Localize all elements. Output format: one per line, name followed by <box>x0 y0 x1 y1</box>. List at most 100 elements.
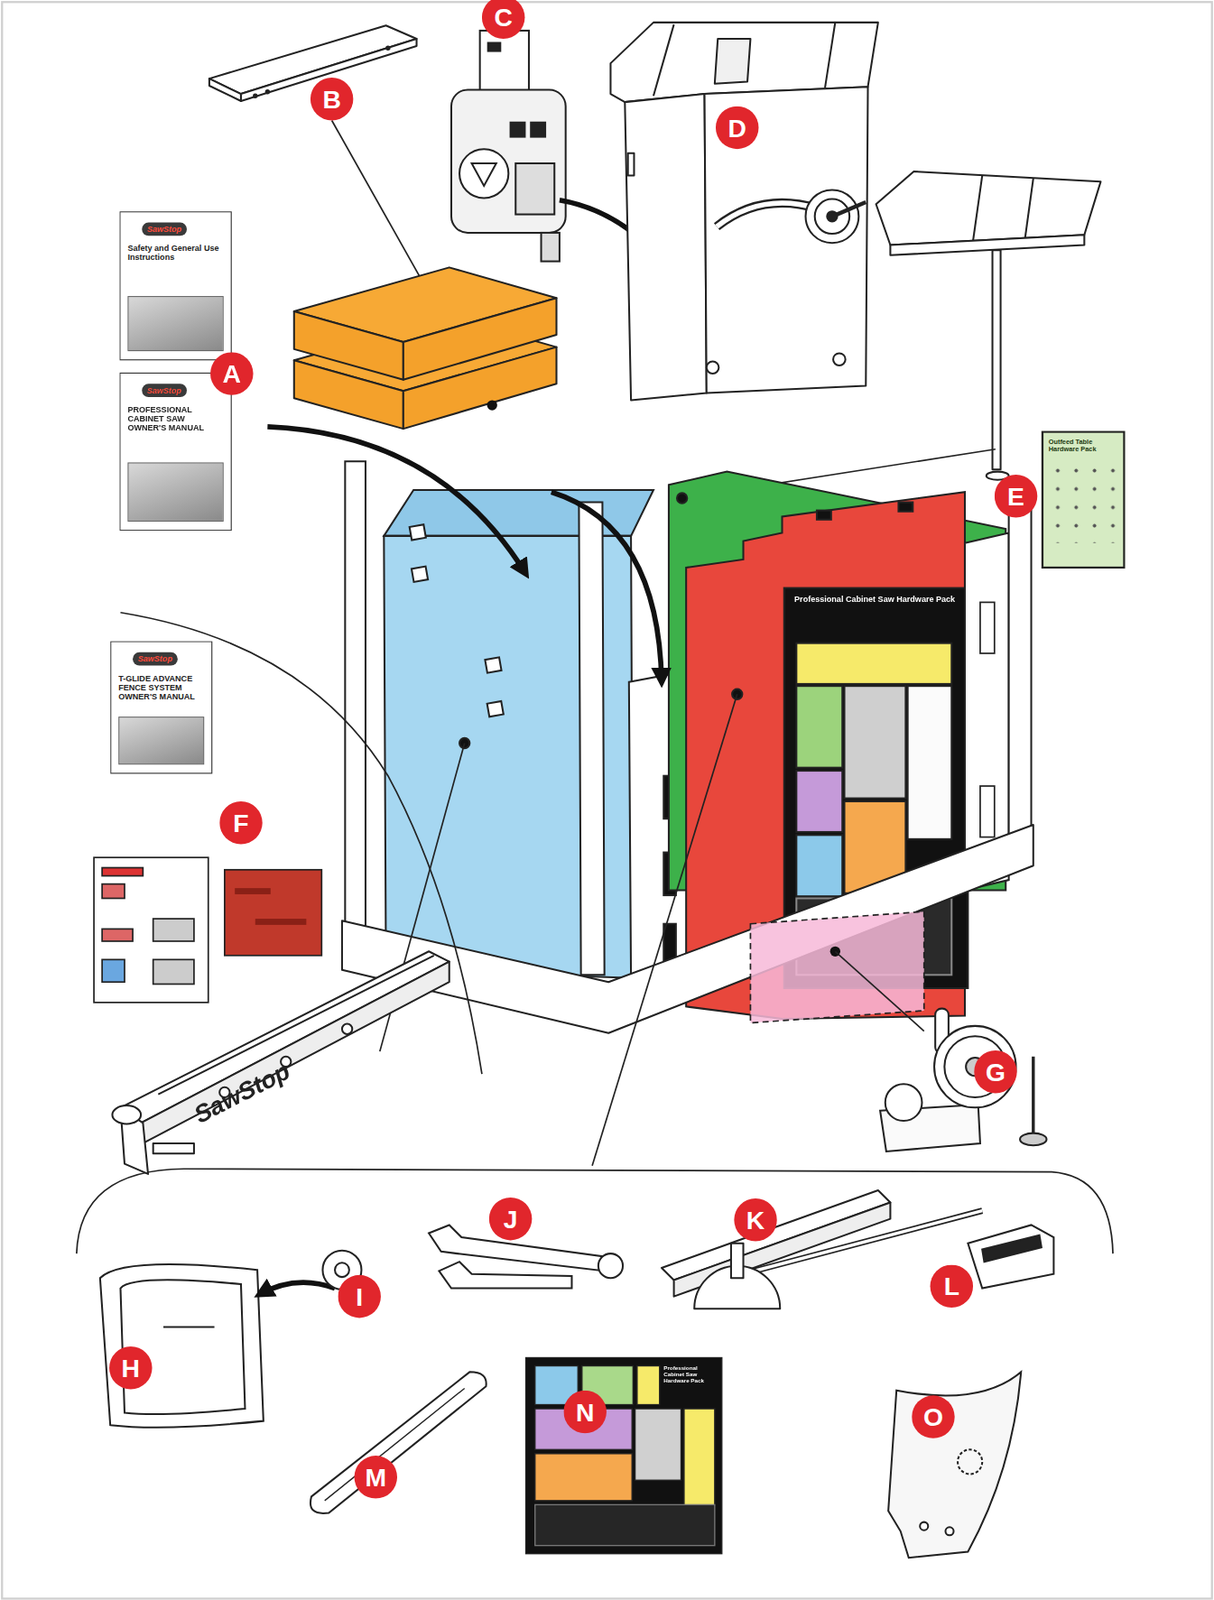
loose-parts <box>880 1009 1047 1152</box>
panel <box>535 1454 632 1502</box>
board-top <box>209 25 418 94</box>
box-side <box>294 311 404 380</box>
panel <box>101 928 133 942</box>
handle-hole <box>487 701 504 717</box>
hole <box>253 94 257 98</box>
hole <box>386 46 390 49</box>
brand-logo: SawStop <box>141 383 187 398</box>
box-side <box>403 297 557 380</box>
callout-letter-text: B <box>322 86 341 112</box>
callout-letter-text: I <box>355 1283 363 1309</box>
knob <box>706 361 720 374</box>
callout-letter-text: J <box>503 1206 519 1233</box>
handle-hole <box>980 602 995 654</box>
bevel-scale <box>716 203 817 227</box>
roller <box>885 1084 923 1122</box>
manual-booklet: SawStopPROFESSIONAL CABINET SAW OWNER'S … <box>119 372 232 531</box>
knob <box>833 352 846 366</box>
triangle-symbol <box>472 163 497 186</box>
callout-letter: A <box>210 352 254 396</box>
wrench-ring <box>598 1253 623 1279</box>
seam <box>1025 178 1034 239</box>
manual-title: PROFESSIONAL CABINET SAW OWNER'S MANUAL <box>127 405 223 434</box>
bolt <box>1031 1056 1035 1136</box>
cabinet-saw <box>610 22 878 401</box>
panel <box>535 1504 715 1546</box>
manual-booklet: SawStopT-GLIDE ADVANCE FENCE SYSTEM OWNE… <box>110 640 213 774</box>
fence-rail <box>111 951 449 1175</box>
callout-letter: M <box>354 1455 399 1500</box>
cabinet-front <box>704 86 869 393</box>
handle-hole <box>409 524 427 540</box>
housing <box>451 90 566 233</box>
hole <box>945 1527 954 1536</box>
panel <box>153 918 195 942</box>
hole <box>266 90 269 93</box>
callout-letter: B <box>310 77 354 121</box>
miter-gauge <box>661 1190 983 1309</box>
panel <box>796 770 843 833</box>
callout-letter: F <box>219 801 263 845</box>
wing-boxes <box>294 267 557 429</box>
seam <box>973 176 983 241</box>
cartridge-face <box>459 148 509 198</box>
panel <box>844 685 907 798</box>
corner-post <box>344 461 366 952</box>
handle-hole <box>484 657 501 673</box>
pack-card <box>526 1358 723 1555</box>
rail-top <box>120 951 449 1123</box>
slot <box>488 43 501 52</box>
crank <box>832 202 866 217</box>
brand-logo: SawStop <box>132 652 178 667</box>
hidden-box <box>750 911 924 1023</box>
callout-letter: K <box>733 1198 778 1242</box>
guard-inner <box>120 1279 245 1415</box>
cover-image <box>118 716 204 765</box>
clamp <box>153 1143 195 1154</box>
trunnion-unit <box>451 30 566 262</box>
fence-instructions <box>93 857 322 1003</box>
table-edge <box>889 234 1085 256</box>
cover-image <box>127 463 223 522</box>
hole <box>816 510 832 520</box>
blade-guard <box>100 1264 264 1428</box>
arrow <box>267 426 526 575</box>
miter-slot <box>653 24 675 96</box>
connector <box>510 122 526 138</box>
panel <box>101 959 125 983</box>
callout-letter-text: G <box>985 1059 1006 1085</box>
callout-letter: C <box>481 0 526 39</box>
pack-title: Professional Cabinet Saw Hardware Pack <box>794 596 958 606</box>
handle-hole <box>980 786 995 838</box>
knife-body <box>888 1371 1021 1558</box>
table-top <box>876 171 1102 245</box>
handle <box>111 1105 141 1124</box>
callout-letter: O <box>911 1395 955 1439</box>
bevel-slot <box>716 203 817 227</box>
cover-image <box>127 296 223 352</box>
callout-letter-text: F <box>232 810 249 836</box>
marker-dot <box>732 689 742 700</box>
callout-letter-text: C <box>493 4 512 30</box>
push-stick-groove <box>324 1388 465 1501</box>
corner-post <box>578 502 604 976</box>
callout-letter-text: D <box>728 114 747 140</box>
wrench <box>438 1261 572 1289</box>
panel <box>153 959 195 984</box>
cover-image <box>1048 461 1119 543</box>
callout-letter: G <box>973 1050 1018 1094</box>
bracket <box>541 232 560 262</box>
push-stick <box>310 1371 487 1514</box>
panel <box>255 918 307 926</box>
slot <box>982 1235 1042 1262</box>
hardware-card: Outfeed Table Hardware Pack <box>1041 430 1126 569</box>
blade-icon <box>957 1449 983 1474</box>
arrow <box>551 491 662 682</box>
washer-hole <box>334 1262 350 1278</box>
marker-dot <box>676 492 687 503</box>
leg <box>992 250 1001 470</box>
callout-letter-text: K <box>746 1207 765 1233</box>
corner-post <box>1009 498 1032 840</box>
insert-body <box>967 1224 1054 1289</box>
